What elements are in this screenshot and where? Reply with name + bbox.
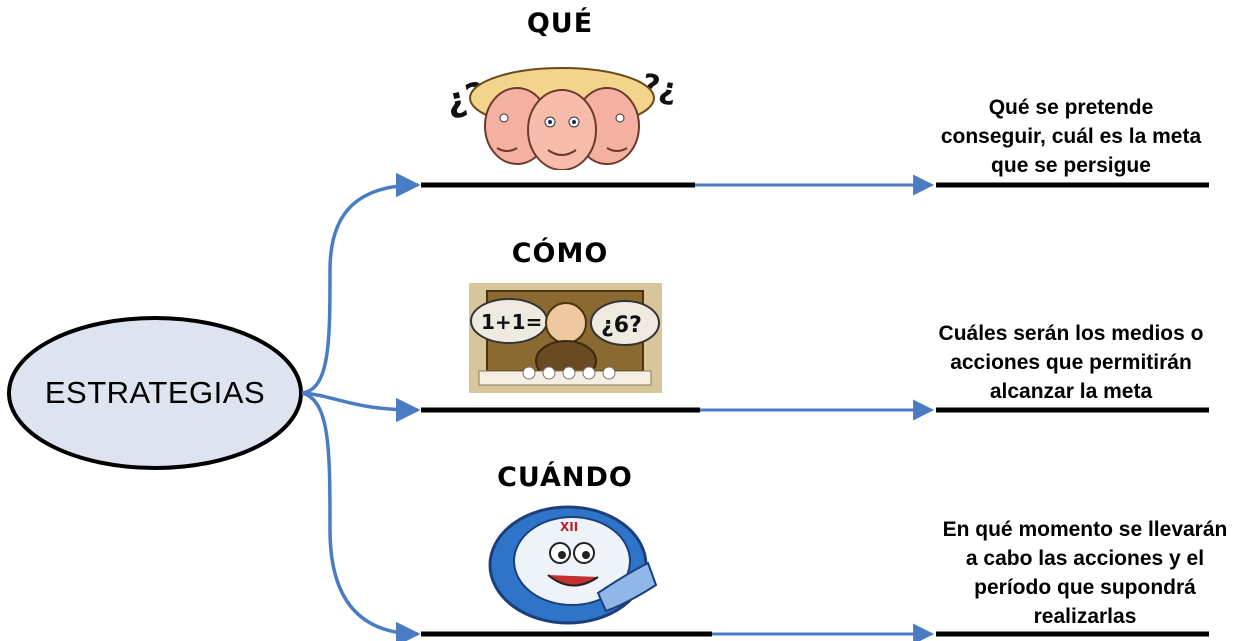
- connector-como: [301, 391, 421, 423]
- svg-text:1+1=: 1+1=: [481, 310, 542, 334]
- connector-cuando: [301, 391, 421, 641]
- description-como: Cuáles serán los medios o acciones que p…: [938, 322, 1204, 403]
- root-label: ESTRATEGIAS: [44, 375, 266, 410]
- connector-que: [301, 172, 421, 395]
- title-como: CÓMO: [511, 238, 609, 269]
- clock-icon: XII: [488, 503, 664, 625]
- title-cuando: CUÁNDO: [497, 462, 633, 493]
- confused-faces-icon: ¿? ?¿: [442, 58, 682, 171]
- description-cuando: En qué momento se llevarán a cabo las ac…: [942, 518, 1228, 628]
- title-que: QUÉ: [526, 8, 594, 39]
- description-que: Qué se pretende conseguir, cuál es la me…: [940, 96, 1202, 177]
- svg-text:XII: XII: [560, 520, 578, 534]
- thinking-student-icon: 1+1= ¿6?: [469, 283, 662, 393]
- root-node: [7, 316, 303, 470]
- svg-text:¿6?: ¿6?: [601, 313, 642, 338]
